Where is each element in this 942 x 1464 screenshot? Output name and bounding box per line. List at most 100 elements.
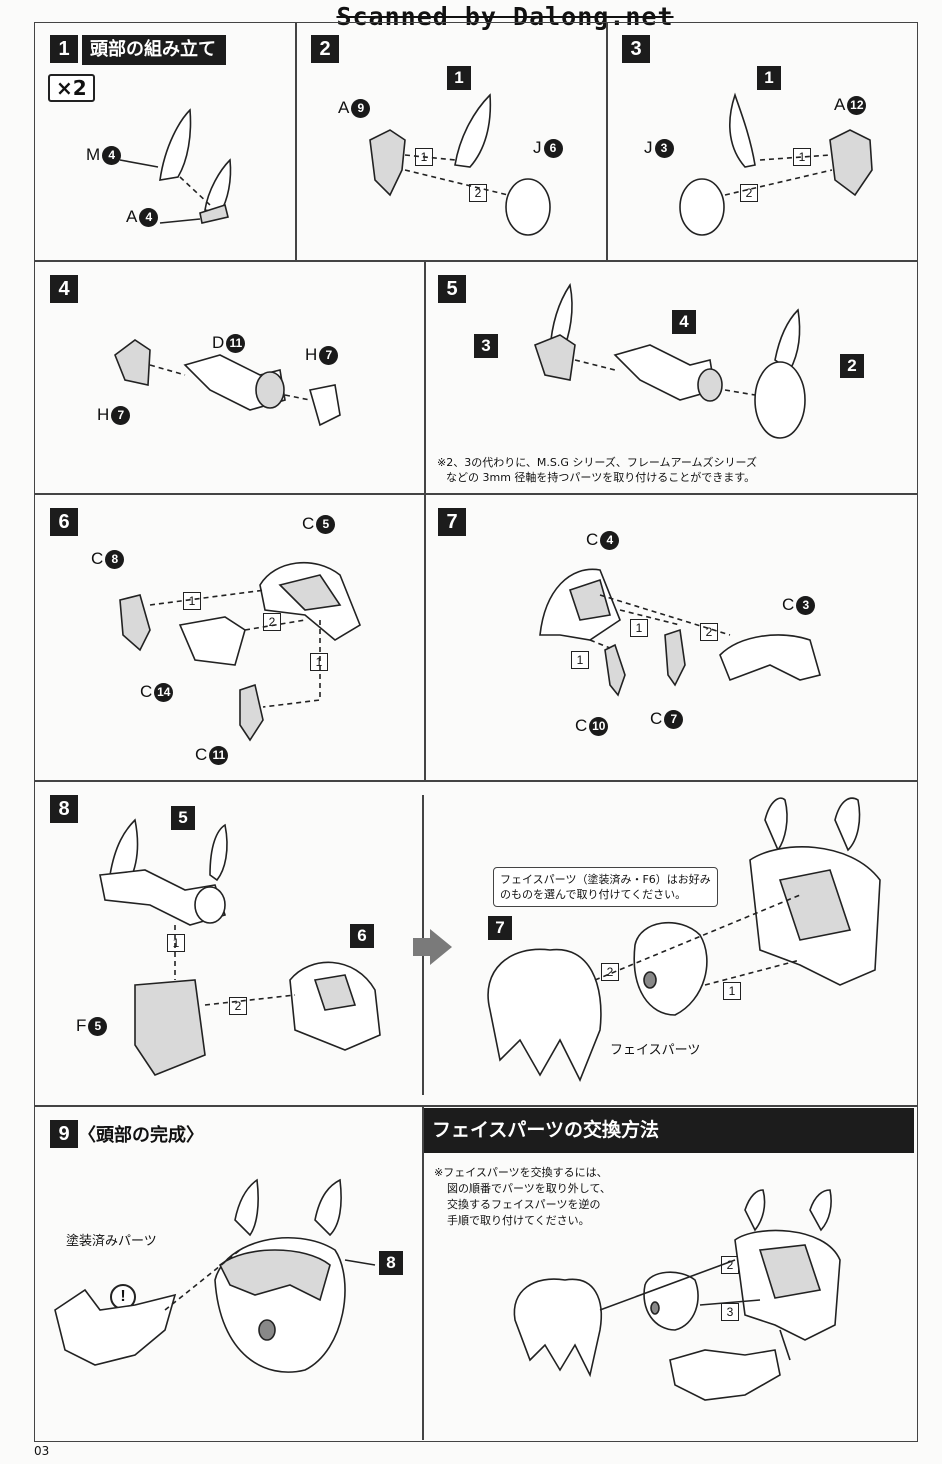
- part-letter: F: [76, 1016, 87, 1035]
- part-number-badge: 6: [543, 138, 563, 158]
- part-letter: C: [91, 549, 104, 568]
- completed-head-illustration: [54, 1178, 376, 1373]
- part-letter: C: [782, 595, 795, 614]
- step-7-number: 7: [438, 508, 466, 536]
- ref-step-4: 4: [672, 310, 696, 334]
- step-8-number: 8: [50, 795, 78, 823]
- ear-assembly-illustration: [119, 108, 232, 224]
- flow-arrow-stem: [413, 938, 431, 956]
- order-marker-2: 2: [469, 184, 487, 202]
- part-letter: C: [140, 682, 153, 701]
- ref-step-3: 3: [474, 334, 498, 358]
- ref-step-6: 6: [350, 924, 374, 948]
- part-letter: C: [586, 530, 599, 549]
- head-side-illustration: [369, 93, 551, 236]
- divider-row3: [34, 780, 917, 782]
- face-swap-illustration: [513, 1189, 841, 1401]
- face-part-label: フェイスパーツ: [610, 1042, 701, 1057]
- part-number-badge: 12: [847, 95, 867, 115]
- helmet-front-illustration: [539, 568, 821, 697]
- scan-watermark: Scanned by Dalong.net: [336, 2, 674, 31]
- ear-joint-illustration: [114, 339, 341, 427]
- step-5-note-line2: などの 3mm 径軸を持つパーツを取り付けることができます。: [446, 471, 756, 484]
- divider-row4: [34, 1105, 917, 1107]
- divider-col-c: [424, 260, 426, 780]
- step-9-title: 〈頭部の完成〉: [78, 1125, 204, 1146]
- ref-step-1: 1: [757, 66, 781, 90]
- swap-order-3: 3: [721, 1303, 739, 1321]
- step-9-number: 9: [50, 1120, 78, 1148]
- step-4-number: 4: [50, 275, 78, 303]
- part-letter: A: [834, 95, 846, 114]
- ref-step-7: 7: [488, 916, 512, 940]
- part-number-badge: 7: [319, 345, 339, 365]
- part-letter: D: [212, 333, 225, 352]
- order-marker-1: 1: [630, 619, 648, 637]
- face-part-callout: フェイスパーツ（塗装済み・F6）はお好み のものを選んで取り付けてください。: [493, 867, 718, 907]
- page-number: 03: [34, 1444, 50, 1458]
- order-marker-1b: 1: [310, 653, 328, 671]
- ref-step-1: 1: [447, 66, 471, 90]
- part-letter: H: [305, 345, 318, 364]
- part-number-badge: 8: [105, 549, 125, 569]
- part-number-badge: 7: [664, 709, 684, 729]
- part-letter: M: [86, 145, 101, 164]
- step-5-number: 5: [438, 275, 466, 303]
- step-5-note-line1: ※2、3の代わりに、M.S.G シリーズ、フレームアームズシリーズ: [437, 456, 757, 469]
- step-1-number: 1: [50, 35, 78, 63]
- part-number-badge: 11: [209, 745, 229, 765]
- part-letter: J: [533, 138, 542, 157]
- face-swap-title: フェイスパーツの交換方法: [424, 1108, 914, 1153]
- part-letter: A: [338, 98, 350, 117]
- part-number-badge: 10: [589, 716, 609, 736]
- part-letter: C: [650, 709, 663, 728]
- callout-line1: フェイスパーツ（塗装済み・F6）はお好み: [500, 873, 711, 886]
- head-side-mirror-illustration: [679, 92, 873, 236]
- face-swap-note-line4: 手順で取り付けてください。: [447, 1214, 590, 1227]
- divider-row1: [34, 260, 917, 262]
- part-letter: J: [644, 138, 653, 157]
- order-marker-1b: 1: [571, 651, 589, 669]
- part-number-badge: 5: [316, 514, 336, 534]
- head-assembly-illustration: [487, 797, 881, 1082]
- part-letter: C: [575, 716, 588, 735]
- ref-step-2: 2: [840, 354, 864, 378]
- painted-part-label: 塗装済みパーツ: [66, 1234, 157, 1249]
- part-number-badge: 11: [226, 333, 246, 353]
- part-number-badge: 14: [154, 682, 174, 702]
- order-marker-1c: 1: [723, 982, 741, 1000]
- part-letter: C: [302, 514, 315, 533]
- step-1-title: 頭部の組み立て: [82, 35, 226, 65]
- part-number-badge: 4: [102, 145, 122, 165]
- part-letter: A: [126, 207, 138, 226]
- part-number-badge: 7: [111, 405, 131, 425]
- helmet-back-illustration: [119, 561, 361, 742]
- part-letter: H: [97, 405, 110, 424]
- divider-row2: [34, 493, 917, 495]
- flow-arrow-icon: [430, 929, 452, 965]
- face-swap-note-line1: ※フェイスパーツを交換するには、: [434, 1166, 608, 1179]
- divider-col-a: [295, 22, 297, 260]
- part-number-badge: 3: [796, 595, 816, 615]
- part-number-badge: 9: [351, 98, 371, 118]
- callout-line2: のものを選んで取り付けてください。: [500, 888, 687, 901]
- divider-col-b: [606, 22, 608, 260]
- ref-step-8: 8: [379, 1251, 403, 1275]
- order-marker-1: 1: [793, 148, 811, 166]
- divider-col-e: [422, 1105, 424, 1440]
